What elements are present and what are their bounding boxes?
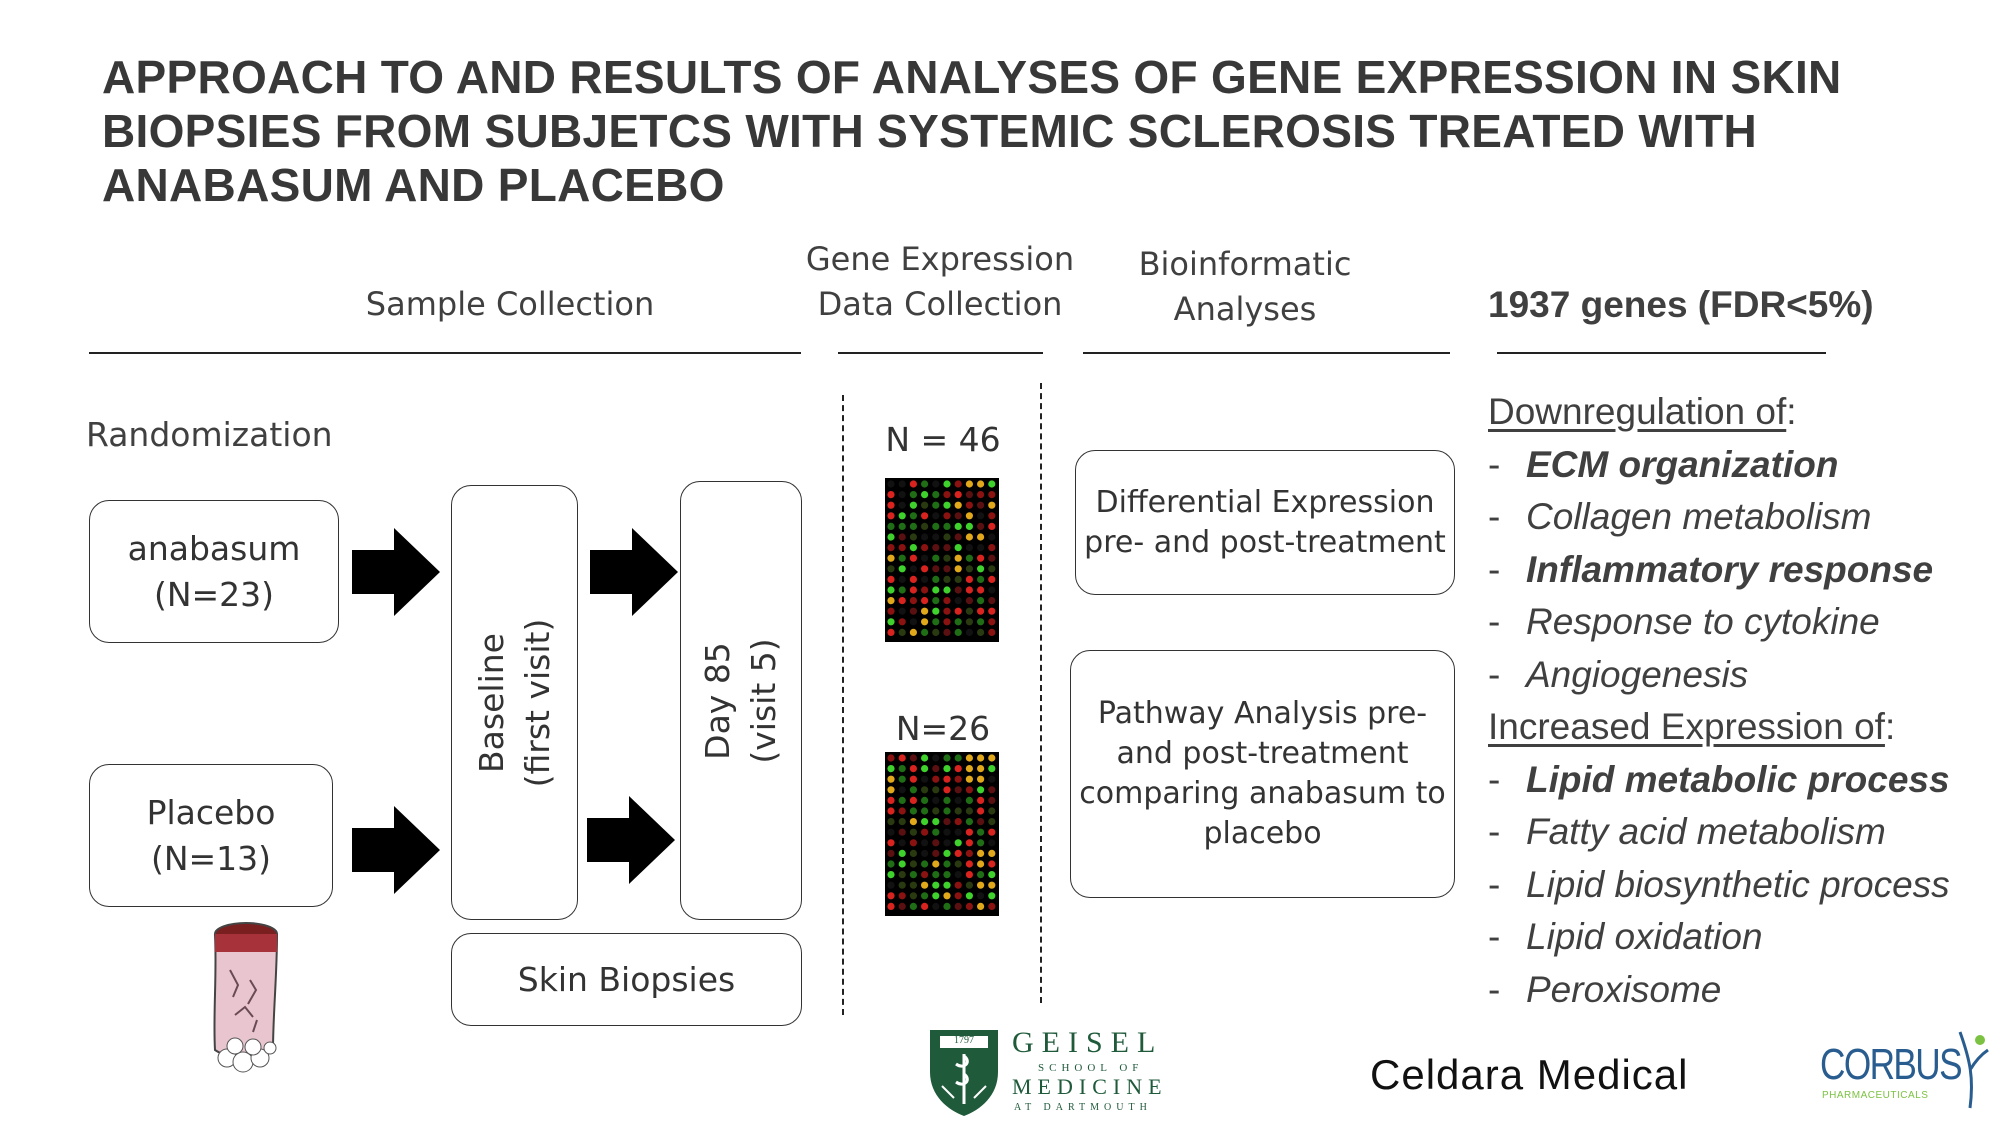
result-item-text: Fatty acid metabolism (1526, 811, 1886, 852)
result-item: -Response to cytokine (1488, 596, 1998, 649)
header-gene-expression: Gene Expression Data Collection (800, 237, 1080, 327)
header-bioinformatic: Bioinformatic Analyses (1090, 242, 1400, 332)
pathway-analysis-line1: Pathway Analysis pre- (1097, 696, 1428, 731)
result-item: -Angiogenesis (1488, 649, 1998, 702)
skin-biopsy-tissue-icon (213, 922, 279, 1073)
randomization-label: Randomization (86, 415, 333, 454)
result-item-text: Angiogenesis (1526, 653, 1749, 695)
corbus-figure-icon (1958, 1031, 1989, 1109)
header-bioinformatic-line2: Analyses (1173, 290, 1317, 328)
result-item-text: Lipid oxidation (1526, 916, 1763, 957)
anabasum-label: anabasum (127, 528, 301, 568)
geisel-year: 1797 (954, 1035, 974, 1046)
microarray-heatmap-icon (885, 752, 999, 916)
downregulation-heading: Downregulation of (1488, 391, 1787, 432)
placebo-label: Placebo (146, 792, 276, 832)
bullet-dash: - (1488, 758, 1501, 800)
heading-colon: : (1884, 706, 1896, 747)
differential-expression-box: Differential Expression pre- and post-tr… (1075, 450, 1455, 595)
result-item-text: Response to cytokine (1526, 601, 1880, 642)
corbus-name: CORBUS (1820, 1040, 1963, 1089)
rule-results (1497, 352, 1826, 354)
arrow-right-icon (352, 528, 440, 616)
heading-colon: : (1786, 391, 1797, 432)
geisel-medicine: MEDICINE (1012, 1074, 1168, 1099)
corbus-subtitle: PHARMACEUTICALS (1822, 1090, 1929, 1101)
anabasum-count: (N=23) (153, 574, 275, 614)
result-item: -Collagen metabolism (1488, 491, 1998, 544)
sample-count-top: N = 46 (885, 420, 1001, 459)
anabasum-group-box: anabasum (N=23) (89, 500, 339, 643)
result-item-text: Peroxisome (1526, 968, 1722, 1010)
arrow-right-icon (352, 806, 440, 894)
result-item: -Lipid oxidation (1488, 911, 1998, 964)
skin-biopsies-box: Skin Biopsies (451, 933, 802, 1026)
celdara-medical-logo: Celdara Medical (1370, 1051, 1689, 1098)
increased-expression-heading-row: Increased Expression of: (1488, 701, 1998, 754)
bullet-dash: - (1488, 443, 1501, 485)
rule-bioinformatic (1083, 352, 1450, 354)
geisel-dartmouth: AT DARTMOUTH (1014, 1102, 1152, 1113)
bullet-dash: - (1488, 916, 1501, 957)
baseline-line2: (first visit) (517, 618, 557, 787)
sample-count-bottom: N=26 (895, 709, 991, 748)
result-item: -Inflammatory response (1488, 544, 1998, 597)
baseline-visit-label: Baseline (first visit) (469, 618, 561, 787)
bullet-dash: - (1488, 968, 1501, 1010)
result-item: -Lipid metabolic process (1488, 754, 1998, 807)
placebo-group-box: Placebo (N=13) (89, 764, 333, 907)
day85-visit-label: Day 85 (visit 5) (695, 638, 787, 763)
arrow-right-icon (590, 528, 678, 616)
baseline-line1: Baseline (471, 632, 511, 773)
bullet-dash: - (1488, 496, 1501, 537)
result-item-text: Lipid metabolic process (1526, 758, 1950, 800)
result-item: -Peroxisome (1488, 964, 1998, 1017)
pathway-analysis-line2: and post-treatment (1116, 736, 1409, 771)
day85-line1: Day 85 (698, 641, 737, 760)
result-item: -Lipid biosynthetic process (1488, 859, 1998, 912)
baseline-visit-box: Baseline (first visit) (451, 485, 578, 920)
pathway-analysis-line4: placebo (1203, 816, 1322, 851)
dashed-divider-left (842, 395, 844, 1015)
downregulation-heading-row: Downregulation of: (1488, 386, 1998, 439)
header-sample-collection: Sample Collection (365, 285, 655, 323)
increased-expression-heading: Increased Expression of (1488, 706, 1885, 747)
result-item-text: ECM organization (1526, 443, 1839, 485)
header-gene-expression-line1: Gene Expression (805, 240, 1075, 278)
bullet-dash: - (1488, 548, 1501, 590)
geisel-shield-icon (930, 1030, 998, 1116)
result-item-text: Collagen metabolism (1526, 496, 1872, 537)
bullet-dash: - (1488, 601, 1501, 642)
geisel-logo: 1797 GEISEL SCHOOL OF MEDICINE AT DARTMO… (926, 1026, 1176, 1118)
result-item: -ECM organization (1488, 439, 1998, 492)
result-item-text: Inflammatory response (1526, 548, 1934, 590)
geisel-school: SCHOOL OF (1038, 1062, 1144, 1074)
corbus-logo: CORBUS PHARMACEUTICALS (1820, 1031, 1990, 1110)
bullet-dash: - (1488, 863, 1501, 905)
results-list: Downregulation of: -ECM organization -Co… (1488, 386, 1998, 1016)
result-item: -Fatty acid metabolism (1488, 806, 1998, 859)
bullet-dash: - (1488, 653, 1501, 695)
day85-visit-box: Day 85 (visit 5) (680, 481, 802, 920)
slide-title: APPROACH TO AND RESULTS OF ANALYSES OF G… (102, 51, 1842, 211)
placebo-count: (N=13) (150, 838, 272, 878)
bullet-dash: - (1488, 811, 1501, 852)
pathway-analysis-line3: comparing anabasum to (1079, 776, 1446, 811)
result-item-text: Lipid biosynthetic process (1526, 863, 1950, 905)
header-results: 1937 genes (FDR<5%) (1488, 284, 1874, 325)
arrow-right-icon (587, 796, 675, 884)
dashed-divider-right (1040, 383, 1042, 1003)
rule-gene-expression (838, 352, 1043, 354)
header-gene-expression-line2: Data Collection (817, 285, 1063, 323)
geisel-name: GEISEL (1012, 1026, 1164, 1059)
day85-line2: (visit 5) (744, 637, 783, 764)
pathway-analysis-box: Pathway Analysis pre- and post-treatment… (1070, 650, 1455, 898)
header-bioinformatic-line1: Bioinformatic (1138, 245, 1352, 283)
microarray-heatmap-icon (885, 478, 999, 642)
differential-expression-line2: pre- and post-treatment (1084, 524, 1446, 560)
rule-sample-collection (89, 352, 801, 354)
differential-expression-line1: Differential Expression (1095, 484, 1435, 520)
